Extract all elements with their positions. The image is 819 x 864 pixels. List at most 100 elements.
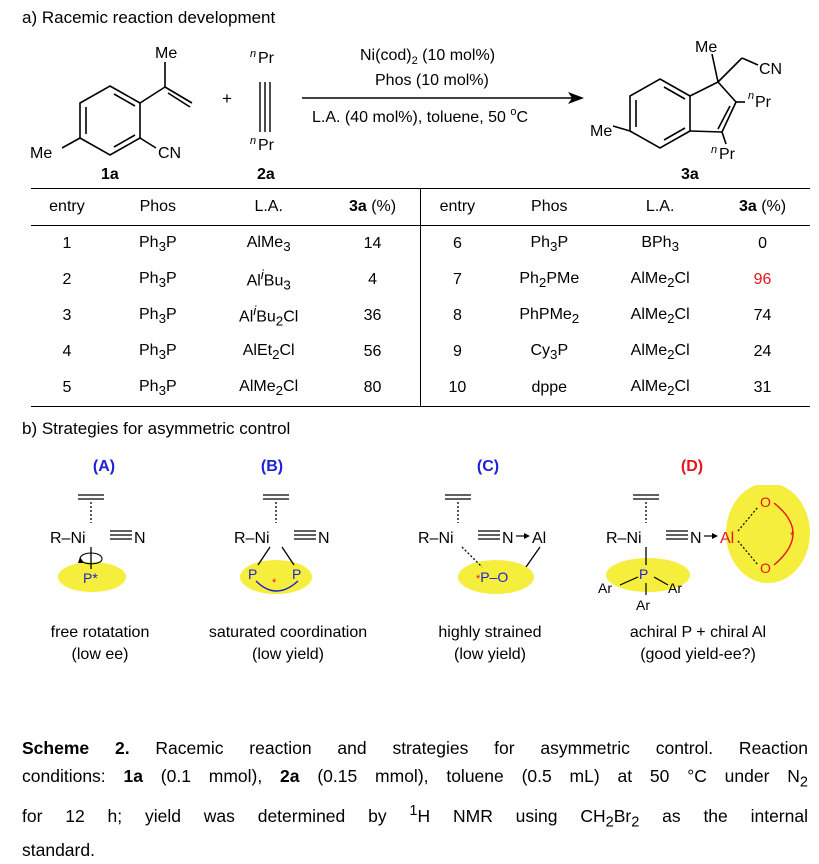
cell-entry: 7 (420, 262, 494, 298)
svg-text:R–Ni: R–Ni (606, 530, 642, 547)
svg-text:N: N (502, 530, 514, 547)
strategy-b-caption: saturated coordination(low yield) (208, 624, 368, 663)
strategy-d-tag: (D) (680, 458, 704, 475)
strategy-diagrams: R–Ni N P* R–Ni N P P * R–Ni N (50, 485, 810, 613)
strategy-c-caption: highly strained(low yield) (438, 624, 542, 663)
cell-entry: 6 (420, 225, 494, 262)
table-row: 3 Ph3P AliBu2Cl 36 8 PhPMe2 AlMe2Cl 74 (31, 298, 810, 334)
cell-la: AliBu3 (246, 267, 291, 293)
cond-line3: L.A. (40 mol%), toluene, 50 oC (312, 106, 528, 126)
svg-text:Al: Al (532, 530, 546, 547)
cell-yield: 14 (363, 235, 382, 252)
compound-3a-structure (612, 53, 759, 149)
cell-phos: Ph3P (138, 305, 177, 327)
cell-la: AliBu2Cl (239, 303, 299, 329)
compound-1a-structure (61, 62, 193, 156)
svg-text:P*: P* (83, 570, 98, 586)
strategy-a-drawing: R–Ni N P* (50, 494, 146, 592)
cell-phos: Ph3P (530, 233, 569, 255)
cpd3a-me-left: Me (590, 123, 612, 140)
cpd2a-n-sup-bottom: n (250, 135, 256, 147)
svg-text:N: N (318, 530, 330, 547)
cell-yield-best: 96 (753, 271, 772, 288)
svg-text:N: N (134, 530, 146, 547)
svg-text:O: O (760, 494, 771, 510)
cell-phos: Ph3P (138, 269, 177, 291)
th-la-2: L.A. (645, 198, 675, 215)
svg-text:O: O (760, 560, 771, 576)
cell-entry: 5 (62, 379, 72, 396)
th-entry-2: entry (420, 188, 494, 226)
cond-line2: Phos (10 mol%) (375, 72, 489, 89)
cell-yield: 80 (363, 379, 382, 396)
plus-sign: + (222, 89, 232, 108)
cpd3a-cn: CN (759, 61, 782, 78)
th-yield-1: 3a (%) (348, 198, 397, 215)
cell-yield: 4 (368, 271, 377, 288)
table-row: 5 Ph3P AlMe2Cl 80 10 dppe AlMe2Cl 31 (31, 370, 810, 407)
cell-la: AlMe2Cl (630, 305, 690, 327)
svg-text:Ar: Ar (636, 597, 650, 613)
cell-entry: 2 (62, 271, 72, 288)
cpd1a-me-left: Me (30, 145, 52, 162)
section-a-title: a) Racemic reaction development (22, 8, 276, 27)
cell-entry: 10 (420, 370, 494, 407)
cell-phos: Ph3P (138, 341, 177, 363)
cell-la: AlMe2Cl (630, 341, 690, 363)
cell-la: AlMe2Cl (630, 377, 690, 399)
svg-text:P: P (248, 566, 257, 582)
cell-entry: 4 (62, 343, 72, 360)
svg-text:*: * (272, 577, 277, 589)
cpd3a-label: 3a (681, 166, 699, 183)
cell-la: AlMe2Cl (239, 377, 299, 399)
cell-phos: Cy3P (530, 341, 569, 363)
svg-text:R–Ni: R–Ni (50, 530, 86, 547)
cell-phos: Ph2PMe (519, 269, 580, 291)
svg-text:*P–O: *P–O (476, 569, 508, 585)
compound-2a-structure (259, 82, 271, 132)
svg-text:R–Ni: R–Ni (418, 530, 454, 547)
cpd1a-cn: CN (158, 145, 181, 162)
strategy-a-caption: free rotatation(low ee) (50, 624, 150, 663)
results-table: entry Phos L.A. 3a (%) entry Phos L.A. 3… (31, 188, 810, 407)
cell-yield: 31 (753, 379, 772, 396)
th-phos-2: Phos (531, 198, 568, 215)
cell-la: AlEt2Cl (242, 341, 295, 363)
th-phos-1: Phos (139, 198, 177, 215)
cpd2a-n-sup-top: n (250, 48, 256, 60)
cell-la: BPh3 (641, 233, 679, 255)
cond-line1: Ni(cod)2 (10 mol%) (360, 47, 495, 67)
svg-text:N: N (690, 530, 702, 547)
cell-la: AlMe3 (246, 233, 291, 255)
cpd3a-pr2: Pr (719, 146, 736, 163)
cpd3a-n-sup2: n (711, 144, 717, 156)
cell-phos: Ph3P (138, 377, 177, 399)
reaction-scheme: Me CN Me 1a + n Pr n Pr 2a Ni(cod)2 (10 … (30, 39, 782, 183)
strategy-b-drawing: R–Ni N P P * (234, 494, 330, 594)
th-entry-1: entry (49, 198, 85, 215)
cpd3a-me-top: Me (695, 39, 717, 56)
cell-yield: 24 (753, 343, 772, 360)
cpd1a-label: 1a (101, 166, 119, 183)
cell-entry: 3 (62, 307, 72, 324)
strategy-d-caption: achiral P + chiral Al(good yield-ee?) (629, 624, 767, 663)
cell-entry: 1 (62, 235, 72, 252)
cell-la: AlMe2Cl (630, 269, 690, 291)
cell-entry: 8 (420, 298, 494, 334)
svg-text:R–Ni: R–Ni (234, 530, 270, 547)
table-header-row: entry Phos L.A. 3a (%) entry Phos L.A. 3… (31, 188, 810, 226)
cpd2a-pr-top: Pr (258, 50, 275, 67)
cell-entry: 9 (420, 334, 494, 370)
svg-text:P: P (292, 566, 301, 582)
svg-text:*: * (790, 530, 795, 542)
strategy-b-tag: (B) (260, 458, 284, 475)
strategy-c-tag: (C) (476, 458, 500, 475)
cell-phos: Ph3P (138, 233, 177, 255)
strategy-d-drawing: R–Ni N Al O O * P Ar Ar Ar (598, 485, 810, 613)
strategy-c-drawing: R–Ni N Al *P–O (418, 494, 546, 594)
cpd2a-pr-bottom: Pr (258, 137, 275, 154)
th-yield-2: 3a (%) (738, 198, 787, 215)
table-row: 4 Ph3P AlEt2Cl 56 9 Cy3P AlMe2Cl 24 (31, 334, 810, 370)
table-row: 2 Ph3P AliBu3 4 7 Ph2PMe AlMe2Cl 96 (31, 262, 810, 298)
cell-phos: PhPMe2 (519, 305, 580, 327)
